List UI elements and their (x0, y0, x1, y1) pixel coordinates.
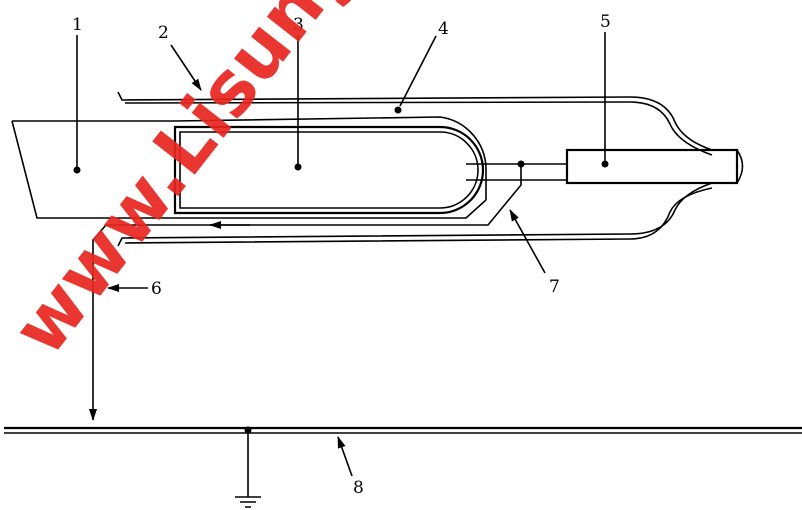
ground-symbol (235, 430, 261, 508)
leader-2 (170, 44, 202, 91)
current-path-7 (89, 164, 522, 421)
component-5-rod-end (736, 149, 744, 184)
marker-dot-3 (294, 163, 302, 171)
marker-dot-5 (601, 160, 609, 168)
component-5-terminal (565, 148, 739, 185)
label-2: 2 (158, 23, 169, 43)
label-4: 4 (438, 19, 449, 39)
outer-tube-bottom (117, 182, 713, 247)
connection-rod (466, 163, 567, 181)
leader-4 (399, 35, 437, 107)
label-8: 8 (353, 478, 364, 498)
label-3: 3 (293, 15, 304, 35)
label-7: 7 (549, 277, 560, 297)
component-2-outer-tube-top (117, 91, 713, 151)
component-1-shell (174, 116, 487, 200)
component-3-electrode (173, 125, 485, 215)
leader-7 (509, 209, 546, 274)
label-6: 6 (151, 279, 162, 299)
watermark-text: www.Lisungroup.com (0, 0, 616, 371)
leader-8 (337, 436, 353, 477)
marker-dot-4 (394, 106, 402, 114)
component-1-body (11, 120, 487, 219)
component-3-inner-outline (179, 131, 479, 209)
marker-dot-1 (73, 166, 81, 174)
inner-tube-bottom (124, 187, 713, 244)
component-4-inner-tube-top (124, 101, 713, 156)
label-5: 5 (600, 12, 611, 32)
label-1: 1 (72, 15, 83, 35)
